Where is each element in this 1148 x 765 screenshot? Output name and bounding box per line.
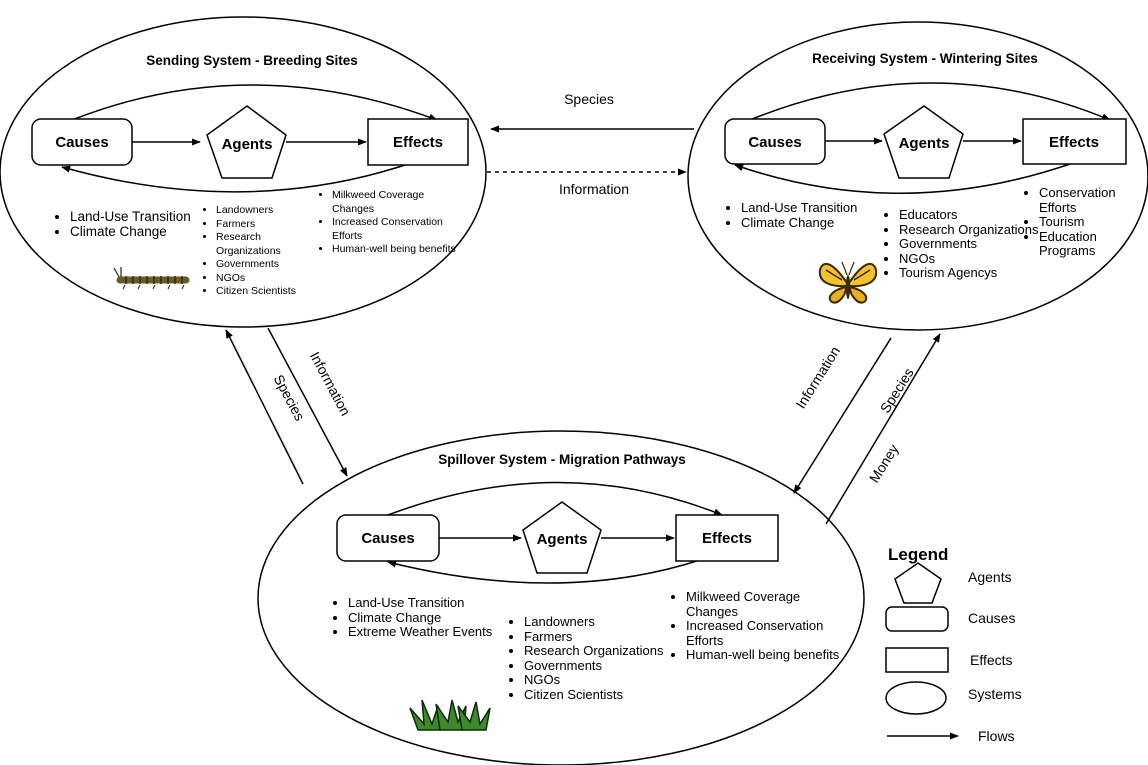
list-item: Land-Use Transition xyxy=(741,200,881,216)
list-item: Extreme Weather Events xyxy=(348,624,493,640)
legend-causes-label: Causes xyxy=(968,610,1015,626)
sending-effects-list: Milkweed Coverage Changes Increased Cons… xyxy=(314,189,467,257)
list-item: NGOs xyxy=(524,672,669,688)
spillover-effects-list: Milkweed Coverage Changes Increased Cons… xyxy=(668,589,851,663)
sending-causes-list: Land-Use Transition Climate Change xyxy=(52,209,200,239)
spillover-system-title: Spillover System - Migration Pathways xyxy=(438,452,686,467)
receiving-causes-label: Causes xyxy=(748,134,801,151)
right-species-arrow xyxy=(825,333,941,525)
left-information-label: Information xyxy=(307,349,354,418)
sending-effects-box xyxy=(367,118,469,166)
list-item: Conservation Efforts xyxy=(1039,185,1148,215)
legend-systems-label: Systems xyxy=(968,686,1022,702)
receiving-agents-label: Agents xyxy=(899,135,950,152)
receiving-system: Receiving System - Wintering Sites Cause… xyxy=(687,21,1148,331)
spillover-top-arc xyxy=(387,481,723,516)
list-item: Governments xyxy=(899,236,1044,252)
spillover-effects-label: Effects xyxy=(702,530,752,547)
legend-systems-symbol xyxy=(885,681,947,715)
list-item: Climate Change xyxy=(70,224,200,239)
list-item: Research Organizations xyxy=(899,222,1044,238)
receiving-bottom-arc xyxy=(734,163,1071,194)
top-species-label: Species xyxy=(564,91,614,107)
receiving-causes-list: Land-Use Transition Climate Change xyxy=(723,200,881,231)
grass-icon xyxy=(409,699,491,731)
list-item: Citizen Scientists xyxy=(524,687,669,703)
legend-title: Legend xyxy=(888,545,948,564)
sending-system: Sending System - Breeding Sites Causes A… xyxy=(0,16,487,328)
list-item: Milkweed Coverage Changes xyxy=(686,589,851,619)
list-item: Landowners xyxy=(216,204,326,218)
list-item: Tourism Agencys xyxy=(899,265,1044,281)
receiving-top-arc xyxy=(744,82,1111,123)
left-species-label: Species xyxy=(271,372,309,423)
sending-agents-label: Agents xyxy=(222,136,273,153)
list-item: Tourism xyxy=(1039,214,1148,230)
legend-causes-symbol xyxy=(885,606,949,632)
receiving-effects-label: Effects xyxy=(1049,134,1099,151)
list-item: Farmers xyxy=(216,218,326,232)
list-item: Increased Conservation Efforts xyxy=(686,618,851,648)
list-item: Research Organizations xyxy=(524,643,669,659)
list-item: Climate Change xyxy=(348,610,493,626)
spillover-system: Spillover System - Migration Pathways Ca… xyxy=(257,430,865,765)
spillover-agents-list: Landowners Farmers Research Organization… xyxy=(506,614,669,703)
left-information-arrow xyxy=(267,327,348,477)
legend: Legend Agents Causes Effects Systems Flo… xyxy=(885,545,1022,744)
sending-effects-label: Effects xyxy=(393,134,443,151)
list-item: Educators xyxy=(899,207,1044,223)
legend-agents-symbol xyxy=(894,562,942,604)
receiving-effects-list: Conservation Efforts Tourism Education P… xyxy=(1021,185,1148,259)
legend-effects-symbol xyxy=(885,647,949,673)
list-item: Human-well being benefits xyxy=(332,243,467,257)
left-species-arrow xyxy=(225,329,304,485)
list-item: Research Organizations xyxy=(216,231,326,258)
list-item: NGOs xyxy=(216,272,326,286)
spillover-effects-box xyxy=(675,514,779,562)
receiving-agents-pentagon xyxy=(883,105,964,179)
top-information-label: Information xyxy=(559,181,629,197)
sending-agents-list: Landowners Farmers Research Organization… xyxy=(198,204,326,299)
receiving-system-title: Receiving System - Wintering Sites xyxy=(812,51,1038,66)
list-item: Governments xyxy=(216,258,326,272)
legend-agents-label: Agents xyxy=(968,569,1012,585)
list-item: NGOs xyxy=(899,251,1044,267)
legend-effects-label: Effects xyxy=(970,652,1013,668)
right-species-label: Species xyxy=(877,365,917,416)
sending-system-title: Sending System - Breeding Sites xyxy=(146,53,358,68)
spillover-bottom-arc xyxy=(387,559,701,584)
receiving-system-ellipse xyxy=(687,21,1148,331)
list-item: Climate Change xyxy=(741,215,881,231)
list-item: Citizen Scientists xyxy=(216,285,326,299)
receiving-agents-list: Educators Research Organizations Governm… xyxy=(881,207,1044,281)
spillover-causes-list: Land-Use Transition Climate Change Extre… xyxy=(330,595,493,640)
sending-system-ellipse xyxy=(0,16,487,328)
spillover-agents-label: Agents xyxy=(537,531,588,548)
sending-agents-pentagon xyxy=(206,105,287,179)
list-item: Land-Use Transition xyxy=(348,595,493,611)
legend-flows-label: Flows xyxy=(978,728,1015,744)
list-item: Land-Use Transition xyxy=(70,209,200,224)
caterpillar-icon xyxy=(113,267,190,290)
right-information-label: Information xyxy=(792,343,843,411)
sending-top-arc xyxy=(71,84,438,121)
list-item: Farmers xyxy=(524,629,669,645)
list-item: Governments xyxy=(524,658,669,674)
sending-causes-label: Causes xyxy=(55,134,108,151)
list-item: Human-well being benefits xyxy=(686,647,851,663)
spillover-agents-pentagon xyxy=(522,501,602,574)
list-item: Landowners xyxy=(524,614,669,630)
receiving-effects-box xyxy=(1022,118,1127,165)
spillover-system-ellipse xyxy=(257,430,865,765)
list-item: Milkweed Coverage Changes xyxy=(332,189,467,216)
butterfly-icon xyxy=(818,261,878,304)
list-item: Education Programs xyxy=(1039,229,1148,259)
spillover-causes-label: Causes xyxy=(361,530,414,547)
sending-bottom-arc xyxy=(61,159,421,193)
right-information-arrow xyxy=(793,337,892,494)
list-item: Increased Conservation Efforts xyxy=(332,216,467,243)
